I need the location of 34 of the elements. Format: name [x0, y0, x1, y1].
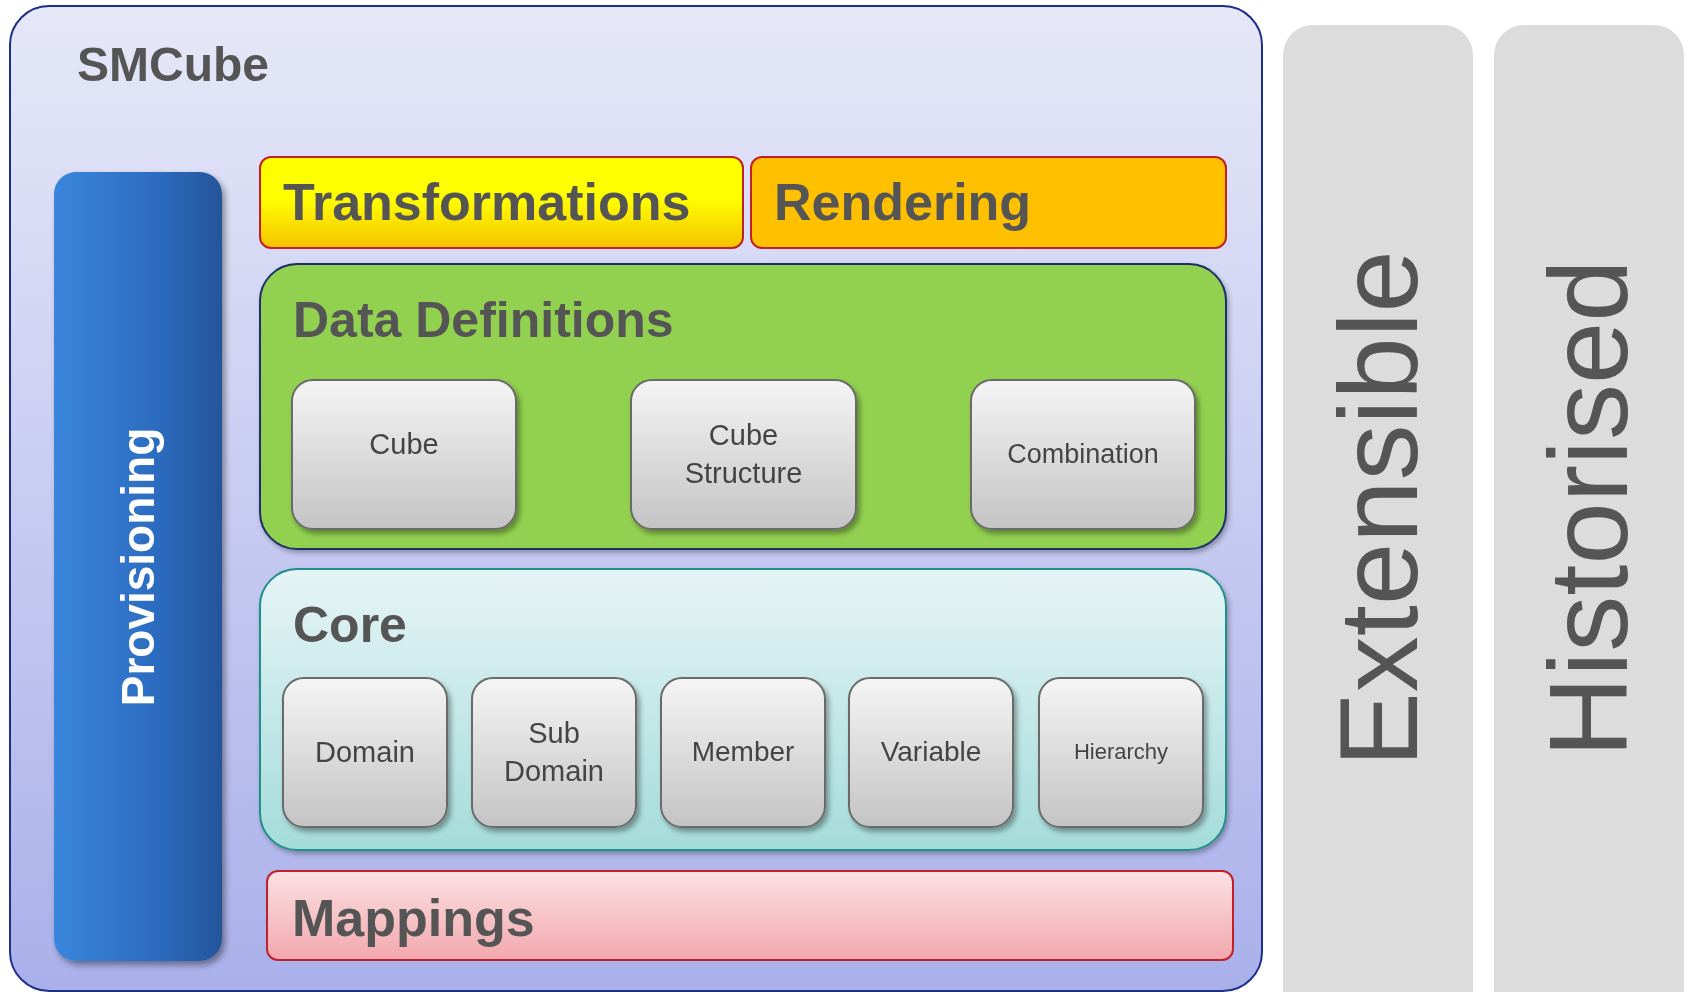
- entity-box: [471, 677, 637, 828]
- entity-label: Cube: [369, 426, 439, 462]
- entity-label: Domain: [315, 734, 415, 770]
- layer-band: [750, 156, 1227, 249]
- panel-heading: Rendering: [774, 172, 1032, 232]
- layer-band: [259, 156, 744, 249]
- entity-box: [630, 379, 857, 530]
- entity-label: Member: [691, 735, 795, 770]
- entity-box: [660, 677, 826, 828]
- entity-label: Combination: [1007, 437, 1159, 471]
- panel-heading: SMCube: [77, 37, 269, 92]
- panel-heading: Core: [293, 596, 407, 654]
- panel-heading: Mappings: [292, 888, 535, 948]
- panel-heading: Provisioning: [111, 427, 165, 706]
- side-bar: [54, 172, 222, 961]
- panel-heading: Extensible: [1314, 250, 1442, 767]
- side-column: [1494, 25, 1684, 992]
- outer-panel: [9, 5, 1263, 992]
- layer-band: [266, 870, 1234, 961]
- panel-heading: Transformations: [283, 172, 691, 232]
- layer-panel: [259, 568, 1227, 851]
- entity-box: [848, 677, 1014, 828]
- panel-heading: Historised: [1525, 259, 1653, 758]
- entity-label: Cube Structure: [683, 417, 804, 491]
- entity-label: Hierarchy: [1073, 738, 1169, 767]
- side-column: [1283, 25, 1473, 992]
- layer-panel: [259, 263, 1227, 550]
- panel-heading: Data Definitions: [293, 291, 674, 349]
- entity-label: Sub Domain: [503, 715, 605, 789]
- entity-label: Variable: [880, 735, 982, 770]
- entity-box: [282, 677, 448, 828]
- entity-box: [970, 379, 1196, 530]
- entity-box: [291, 379, 517, 530]
- entity-box: [1038, 677, 1204, 828]
